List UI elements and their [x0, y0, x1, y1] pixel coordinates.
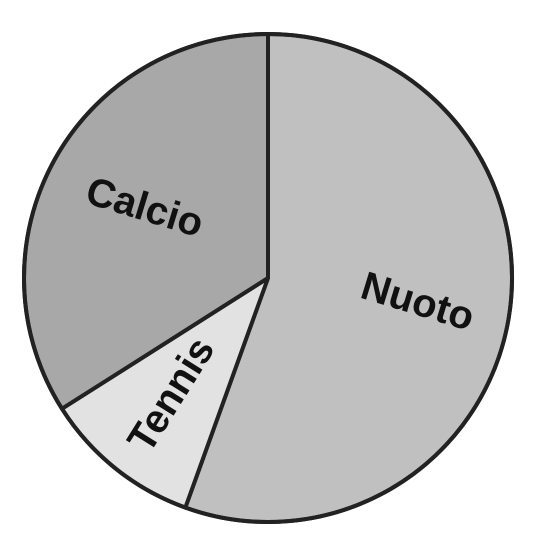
pie-slices — [22, 32, 514, 524]
pie-outline — [22, 32, 514, 524]
